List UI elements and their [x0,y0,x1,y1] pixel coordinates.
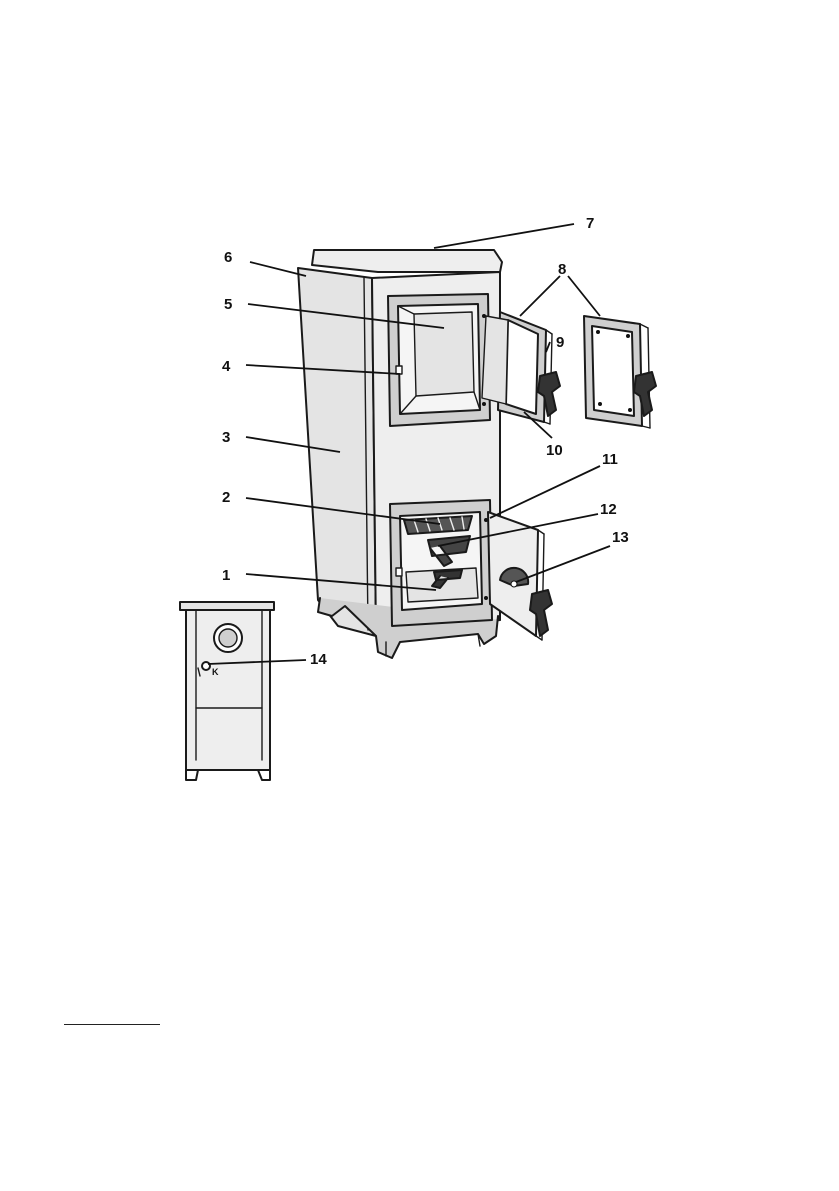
spare-glass-door [584,316,656,428]
stove-body [298,250,502,658]
callout-4: 4 [222,358,231,375]
spare-door-glass [592,326,634,416]
callout-14: 14 [310,651,327,668]
callout-6: 6 [224,249,232,266]
callout-11: 11 [602,451,618,468]
callout-2: 2 [222,489,230,506]
callout-12: 12 [600,501,617,518]
callout-8: 8 [558,261,566,278]
callout-10: 10 [546,442,563,459]
latch-icon [396,366,402,374]
footnote-rule [64,1024,160,1025]
callout-7: 7 [586,215,594,232]
callout-3: 3 [222,429,230,446]
callout-1: 1 [222,567,230,584]
callout-5: 5 [224,296,232,313]
stove-top-lid [312,250,502,272]
upper-door-glass [506,320,538,414]
callout-13: 13 [612,529,629,546]
callout-9: 9 [556,334,564,351]
inset-mark: K [212,667,219,677]
rear-view-inset: K [180,602,274,780]
